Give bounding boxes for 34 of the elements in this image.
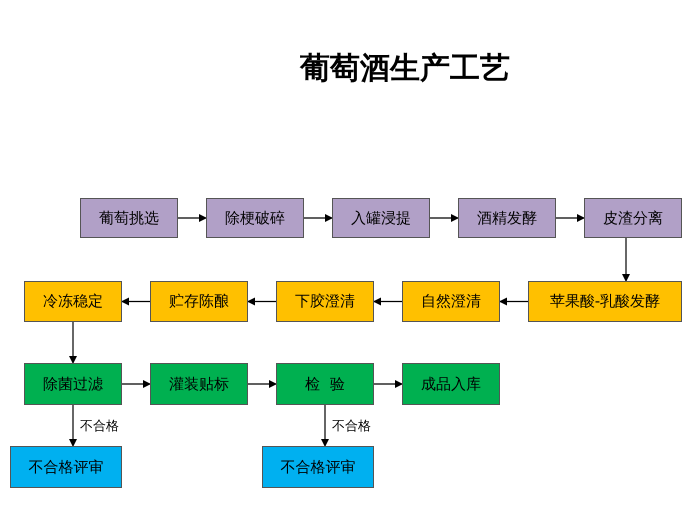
- process-box: 皮渣分离: [584, 198, 682, 238]
- process-box: 贮存陈酿: [150, 281, 248, 322]
- process-box: 入罐浸提: [332, 198, 430, 238]
- arrow: [374, 380, 403, 388]
- process-box: 成品入库: [402, 363, 500, 405]
- title: 葡萄酒生产工艺: [298, 50, 511, 88]
- process-box: 不合格评审: [262, 446, 374, 488]
- process-box: 除梗破碎: [206, 198, 304, 238]
- arrow: [304, 214, 333, 222]
- process-box: 酒精发酵: [458, 198, 556, 238]
- process-box: 自然澄清: [402, 281, 500, 322]
- process-box: 灌装贴标: [150, 363, 248, 405]
- arrow: [373, 298, 402, 306]
- arrow: [622, 238, 630, 282]
- process-box: 冷冻稳定: [24, 281, 122, 322]
- arrow: [69, 322, 77, 364]
- process-box: 苹果酸-乳酸发酵: [528, 281, 682, 322]
- arrow: [121, 298, 150, 306]
- process-box: 检 验: [276, 363, 374, 405]
- arrow: [321, 405, 329, 447]
- edge-label: 不合格: [79, 416, 120, 434]
- arrow: [248, 380, 277, 388]
- edge-label: 不合格: [331, 416, 372, 434]
- arrow: [69, 405, 77, 447]
- process-box: 葡萄挑选: [80, 198, 178, 238]
- arrow: [178, 214, 207, 222]
- process-box: 不合格评审: [10, 446, 122, 488]
- arrow: [430, 214, 459, 222]
- process-box: 除菌过滤: [24, 363, 122, 405]
- arrow: [122, 380, 151, 388]
- arrow: [247, 298, 276, 306]
- arrow: [556, 214, 585, 222]
- arrow: [499, 298, 528, 306]
- process-box: 下胶澄清: [276, 281, 374, 322]
